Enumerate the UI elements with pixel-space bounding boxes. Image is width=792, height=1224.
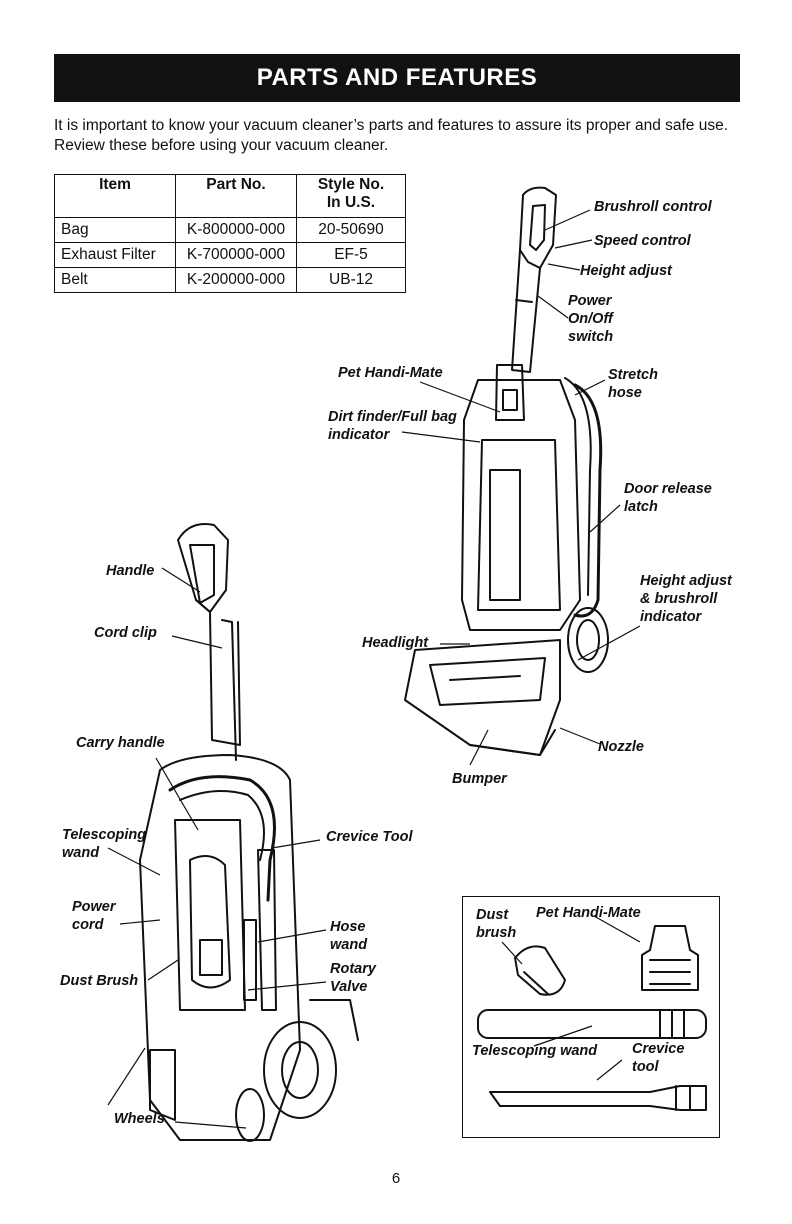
label-dirt-finder: Dirt finder/Full bag indicator <box>328 409 457 443</box>
parts-table: Item Part No. Style No. In U.S. Bag K-80… <box>54 174 406 293</box>
cell-style-no: 20-50690 <box>296 217 406 243</box>
table-header-row: Item Part No. Style No. In U.S. <box>54 174 406 218</box>
table-row: Belt K-200000-000 UB-12 <box>54 267 406 293</box>
intro-paragraph: It is important to know your vacuum clea… <box>54 117 729 154</box>
rear-vacuum-drawing <box>139 523 359 1142</box>
page-title: PARTS AND FEATURES <box>54 54 740 102</box>
label-speed-control: Speed control <box>594 233 691 249</box>
accessories-box <box>462 896 720 1138</box>
label-height-brushroll-indicator: Height adjust & brushroll indicator <box>640 573 732 625</box>
label-power-switch: Power On/Off switch <box>568 293 614 345</box>
label-carry-handle: Carry handle <box>76 735 165 751</box>
cell-item: Belt <box>54 267 176 293</box>
cell-part-no: K-700000-000 <box>175 242 297 268</box>
label-height-adjust: Height adjust <box>580 263 672 279</box>
table-row: Exhaust Filter K-700000-000 EF-5 <box>54 242 406 268</box>
label-crevice-tool: Crevice Tool <box>326 829 413 845</box>
label-power-cord: Power cord <box>72 899 116 933</box>
label-pet-handi-mate: Pet Handi-Mate <box>338 365 443 381</box>
accessory-label-telescoping-wand: Telescoping wand <box>472 1043 598 1059</box>
front-vacuum-drawing <box>404 186 609 756</box>
accessory-label-dust-brush: Dust brush <box>476 907 517 941</box>
header-style-no: Style No. In U.S. <box>296 174 406 218</box>
cell-item: Exhaust Filter <box>54 242 176 268</box>
header-part-no: Part No. <box>175 174 297 218</box>
cell-style-no: UB-12 <box>296 267 406 293</box>
label-nozzle: Nozzle <box>598 739 644 755</box>
accessory-drawings <box>477 925 707 1111</box>
label-stretch-hose: Stretch hose <box>608 367 658 401</box>
page-number: 6 <box>391 1170 401 1187</box>
cell-part-no: K-200000-000 <box>175 267 297 293</box>
label-wheels: Wheels <box>114 1111 165 1127</box>
label-door-release: Door release latch <box>624 481 712 515</box>
label-dust-brush: Dust Brush <box>60 973 139 989</box>
cell-item: Bag <box>54 217 176 243</box>
label-brushroll-control: Brushroll control <box>594 199 712 215</box>
accessory-label-crevice-tool: Crevice tool <box>632 1041 685 1075</box>
label-handle: Handle <box>106 563 155 579</box>
label-rotary-valve: Rotary Valve <box>330 961 376 995</box>
label-headlight: Headlight <box>362 635 429 651</box>
label-bumper: Bumper <box>452 771 507 787</box>
label-cord-clip: Cord clip <box>94 625 157 641</box>
leader-lines <box>107 209 641 1129</box>
label-hose-wand: Hose wand <box>330 919 368 953</box>
table-row: Bag K-800000-000 20-50690 <box>54 217 406 243</box>
label-telescoping-wand: Telescoping wand <box>62 827 147 861</box>
accessory-label-pet-handi-mate: Pet Handi-Mate <box>536 905 641 921</box>
